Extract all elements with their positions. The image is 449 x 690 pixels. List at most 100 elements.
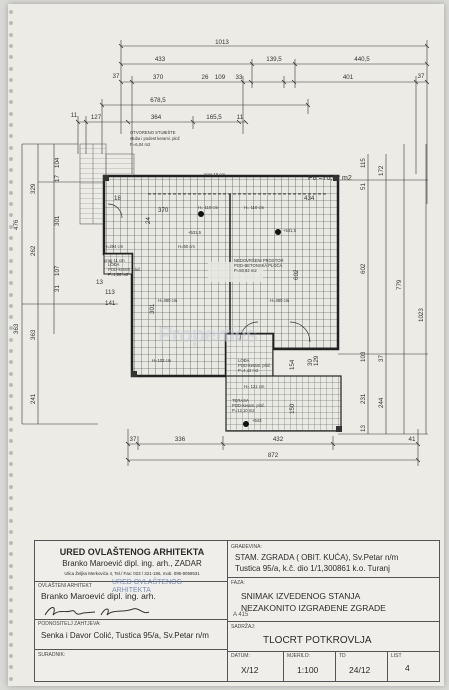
- binder-hole: [9, 258, 13, 263]
- binder-hole: [9, 462, 13, 466]
- binder-hole: [9, 507, 13, 512]
- binder-hole: [9, 394, 13, 399]
- dim-total-width: 872: [268, 452, 279, 459]
- divider: [283, 651, 284, 681]
- dim-label: 363: [13, 323, 20, 334]
- divider: [35, 581, 227, 582]
- binder-hole: [9, 247, 13, 252]
- dim-label: 37: [418, 73, 425, 80]
- bottom-dimension-lines: [125, 429, 421, 466]
- dim-label: 115: [360, 158, 367, 168]
- dim-label: 370: [158, 207, 169, 214]
- dim-label: 26: [202, 74, 209, 81]
- room-labels: P8 =70,62 m2 NEDOVRŠENI PROSTOR POD-BETO…: [104, 172, 352, 423]
- dim-label: 301: [54, 215, 61, 226]
- level-marker: +543: [252, 418, 262, 423]
- dim-label: 329: [30, 183, 37, 194]
- binder-hole: [9, 541, 13, 546]
- binder-hole: [9, 642, 13, 647]
- dim-label: 432: [273, 436, 284, 443]
- dim-label: 165,5: [206, 114, 222, 121]
- divider: [227, 621, 439, 622]
- binder-hole: [9, 292, 13, 297]
- level-marker: +531,5: [283, 228, 297, 233]
- divider: [387, 651, 388, 681]
- dim-label: 107: [54, 265, 61, 276]
- client-label: PODNOSITELJ ZAHTJEVA:: [38, 621, 101, 627]
- binder-hole: [9, 224, 13, 229]
- opening-note: H= 110 cm: [244, 205, 265, 210]
- binder-hole: [9, 676, 13, 681]
- opening-note: H= 110 cm: [198, 205, 219, 210]
- binder-hole: [9, 315, 13, 320]
- room-floor: POD-keram. ploč.: [238, 363, 271, 368]
- dim-label: 11: [237, 114, 244, 121]
- architect-line: Branko Maroević dipl. ing. arh., ZADAR: [62, 559, 202, 568]
- dim-label: 104: [54, 157, 61, 168]
- dim-label: 678,5: [150, 97, 166, 104]
- binder-hole: [9, 145, 13, 150]
- dim-label: 231: [360, 393, 367, 404]
- room-area: P=12,10 m2: [232, 408, 255, 413]
- binder-hole: [9, 428, 13, 433]
- dim-label: 434: [304, 195, 315, 202]
- divider: [335, 651, 336, 681]
- divider: [35, 649, 227, 650]
- binder-hole: [9, 552, 13, 557]
- room-name: LOĐA: [238, 358, 250, 363]
- dim-label: 51: [360, 183, 367, 190]
- opening-note: prag 10 cm: [204, 172, 225, 177]
- divider: [227, 577, 439, 578]
- opening-note: H=380 cm: [158, 298, 178, 303]
- binder-hole: [9, 529, 13, 534]
- dim-label: 13: [360, 425, 367, 432]
- sheet-value: 4: [405, 663, 410, 673]
- binder-hole: [9, 620, 13, 625]
- td-label: TD: [339, 653, 346, 659]
- client-line: Senka i Davor Colić, Tustica 95/a, Sv.Pe…: [41, 631, 209, 640]
- binder-hole: [9, 575, 13, 579]
- dim-label: 37: [113, 73, 120, 80]
- dim-label: 301: [149, 303, 156, 314]
- date-value: X/12: [241, 665, 259, 675]
- dim-label: 172: [378, 165, 385, 176]
- inner-dimension-labels: 13 113 141 18 24 370 434 602 301 150 154…: [96, 195, 320, 414]
- drawing-sheet: 1013 433 139,5 440,5 37 370 26 109 33 40…: [8, 4, 444, 686]
- phase-line-2: NEZAKONITO IZGRAĐENE ZGRADE: [241, 603, 386, 613]
- building-line-1: STAM. ZGRADA ( OBIT. KUĆA), Sv.Petar n/m: [235, 553, 399, 562]
- dim-label: 241: [30, 393, 37, 404]
- binder-hole: [9, 337, 13, 342]
- dim-label: 363: [30, 329, 37, 340]
- binder-hole: [9, 439, 13, 444]
- binder-hole: [9, 269, 13, 274]
- sheet-label: LIST: [391, 653, 402, 659]
- dim-label: 150: [289, 403, 296, 414]
- binder-hole: [9, 349, 13, 353]
- dim-label: 127: [91, 114, 102, 121]
- office-title: URED OVLAŠTENOG ARHITEKTA: [59, 547, 205, 557]
- stamp-code: A 415: [233, 612, 249, 618]
- dim-label: 139,5: [266, 56, 282, 63]
- staircase-label: OTVORENO STUBIŠTE stuba i podest kerami.…: [130, 130, 180, 147]
- stair-floor: stuba i podest kerami. ploč: [130, 136, 180, 141]
- binder-hole: [9, 518, 13, 523]
- binder-hole: [9, 586, 13, 591]
- dim-label: 364: [151, 114, 162, 121]
- scale-value: 1:100: [297, 665, 319, 675]
- address-line: Ulica Željka Merkovića 4, Tel./ Fax: 023…: [64, 571, 200, 576]
- content-value: TLOCRT POTKROVLJA: [263, 635, 372, 646]
- opening-note: H=50 cm: [178, 244, 195, 249]
- stamp: UREĐ OVLAŠTENOG ARHITEKTA: [112, 579, 204, 617]
- dim-label: 13: [96, 279, 103, 286]
- building-line-2: Tustica 95/a, k.č. dio 1/1,300861 k.o. T…: [235, 564, 390, 573]
- architect-label: OVLAŠTENI ARHITEKT: [38, 583, 92, 589]
- top-dimension-lines: [75, 40, 430, 204]
- room-area: P=50,82 m2: [234, 268, 257, 273]
- binder-hole: [9, 665, 13, 670]
- binder-hole: [9, 236, 13, 240]
- right-dimension-lines: [338, 144, 428, 435]
- dim-label: 602: [360, 263, 367, 274]
- dim-label: 141: [105, 300, 116, 307]
- binder-hole: [9, 89, 13, 94]
- signature: [44, 607, 150, 616]
